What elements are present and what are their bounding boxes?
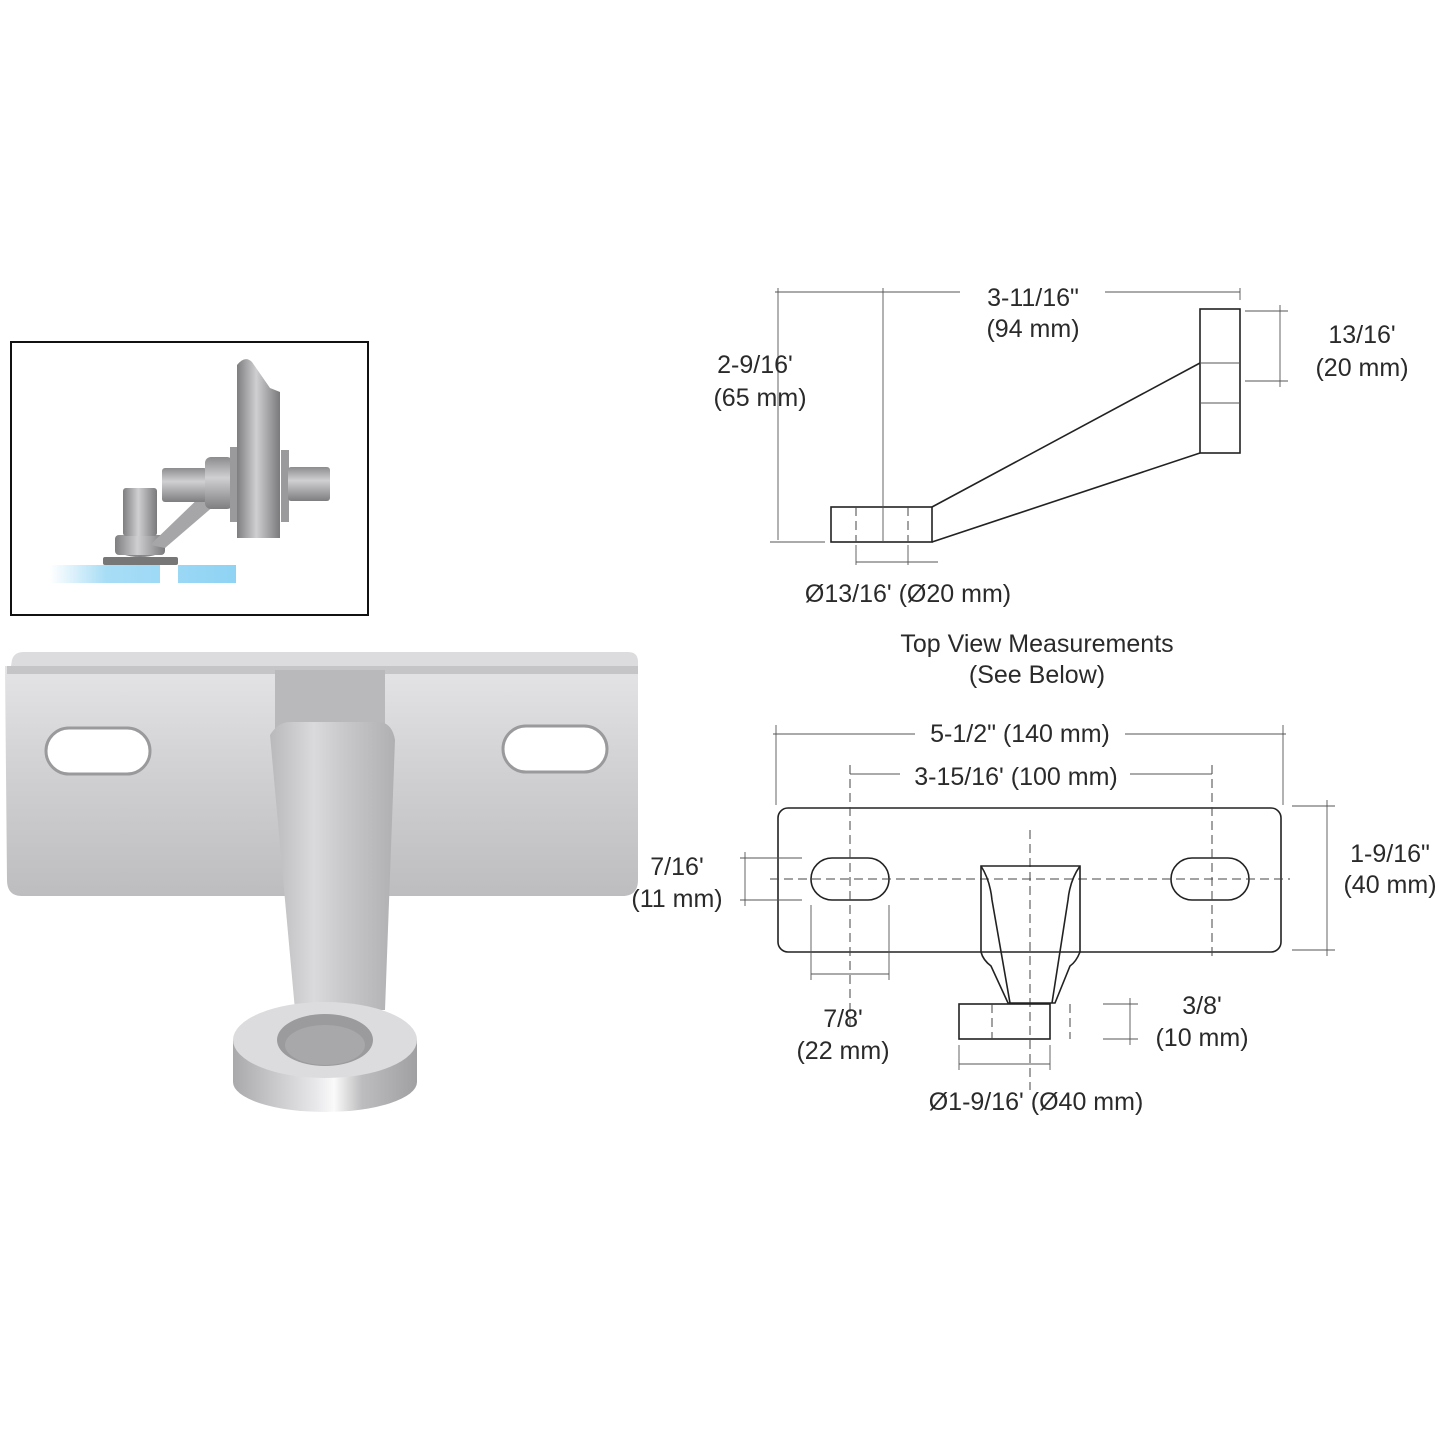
top-view-title: Top View Measurements	[900, 630, 1173, 658]
dim-plate-thickness-imperial: 13/16'	[1328, 321, 1395, 349]
dim-overall-width-imperial: 3-11/16"	[987, 284, 1079, 312]
dim-hole-spacing: 3-15/16' (100 mm)	[914, 763, 1117, 791]
plate-outline	[777, 807, 1282, 953]
dim-slot-width-imperial: 7/8'	[823, 1005, 863, 1033]
top-view-subtitle: (See Below)	[969, 661, 1105, 689]
dim-boss-thickness-imperial: 3/8'	[1182, 992, 1222, 1020]
mounting-slot-left	[44, 726, 152, 776]
dim-overall-length: 5-1/2" (140 mm)	[930, 720, 1110, 748]
product-photo	[5, 652, 638, 1112]
inset-illustration	[10, 341, 369, 616]
dim-slot-height-metric: (11 mm)	[631, 885, 722, 913]
glass-panel	[50, 565, 236, 583]
dim-overall-width-metric: (94 mm)	[986, 315, 1079, 343]
dim-hole-diameter: Ø13/16' (Ø20 mm)	[805, 580, 1011, 608]
dim-slot-width-metric: (22 mm)	[796, 1037, 889, 1065]
dim-boss-diameter: Ø1-9/16' (Ø40 mm)	[929, 1088, 1144, 1116]
arm-stem	[270, 722, 395, 1010]
dim-height-metric: (65 mm)	[713, 384, 806, 412]
side-view-drawing	[770, 288, 1288, 565]
dim-height-imperial: 2-9/16'	[717, 351, 793, 379]
dim-boss-thickness-metric: (10 mm)	[1155, 1024, 1248, 1052]
wall-plate	[237, 359, 280, 538]
dim-slot-height-imperial: 7/16'	[650, 853, 703, 881]
dim-plate-height-imperial: 1-9/16"	[1350, 840, 1430, 868]
dim-plate-thickness-metric: (20 mm)	[1315, 354, 1408, 382]
dim-plate-height-metric: (40 mm)	[1343, 871, 1436, 899]
mounting-slot-right	[501, 724, 609, 774]
top-view-drawing	[740, 725, 1335, 1090]
